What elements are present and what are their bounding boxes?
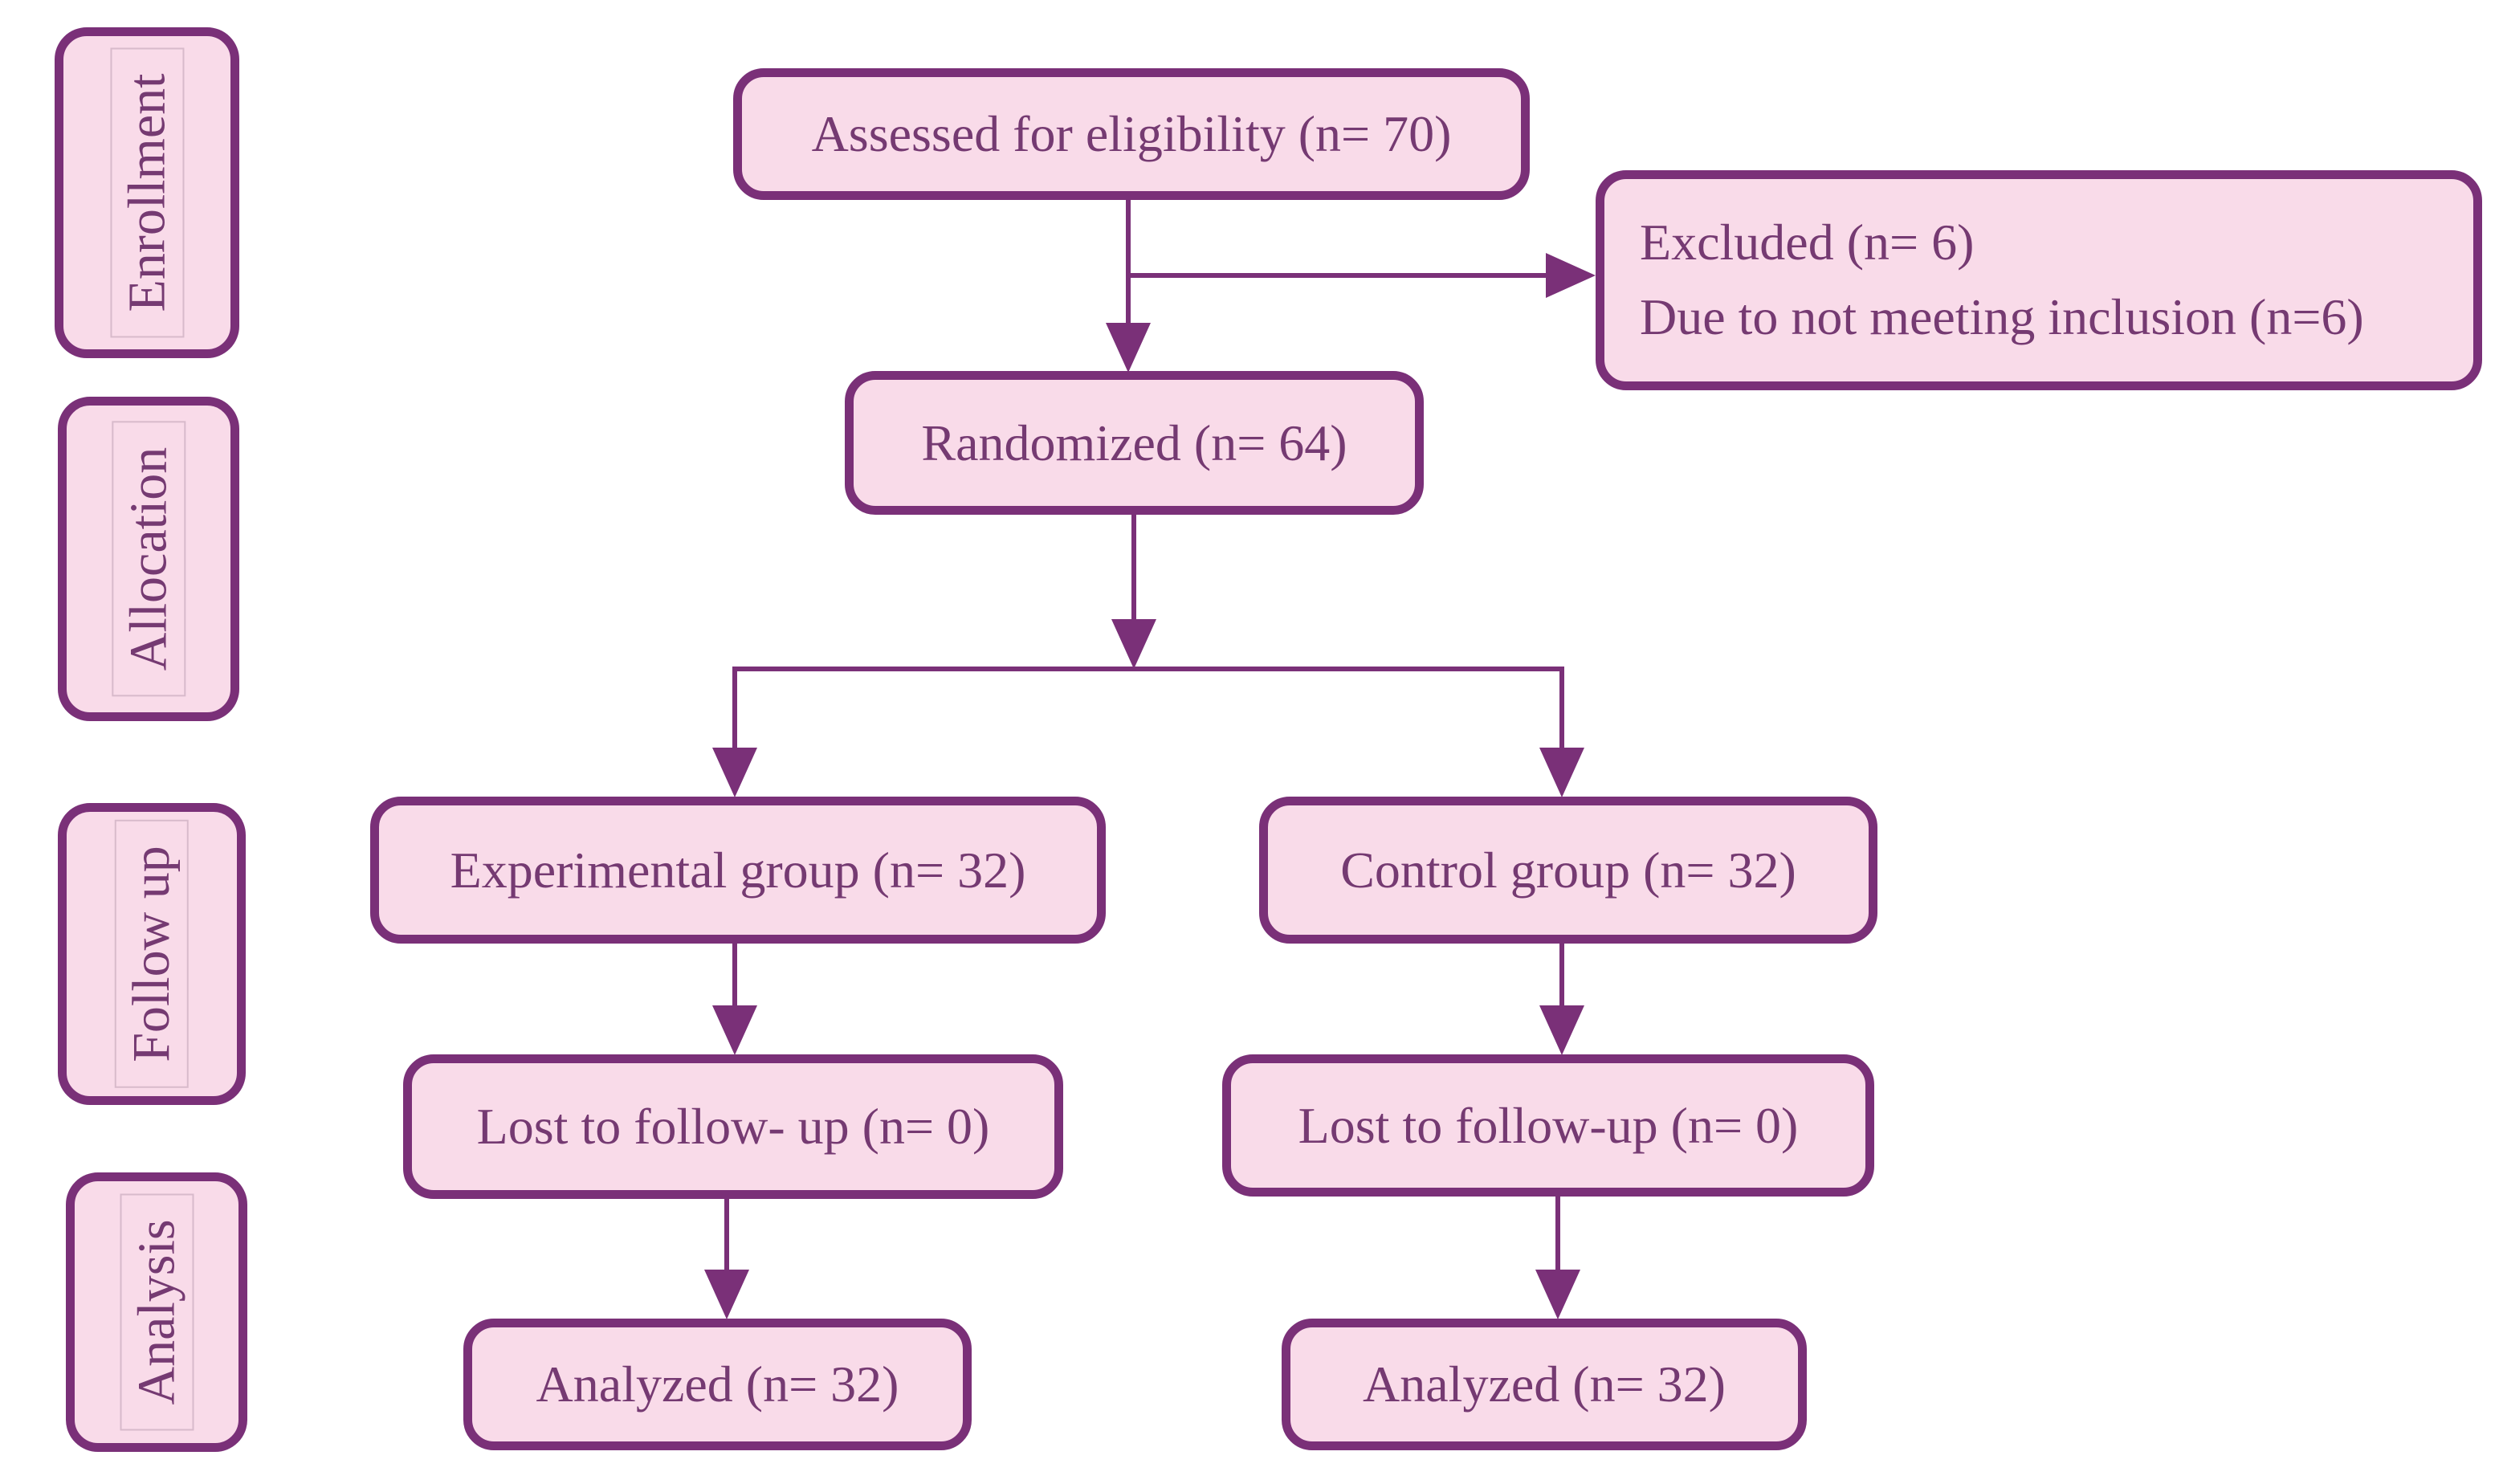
connector-lost-to-analyzed-control-line — [1555, 1197, 1560, 1270]
stage-label-follow-up: Follow up — [115, 820, 190, 1088]
node-lost-followup-control-label: Lost to follow-up (n= 0) — [1298, 1096, 1799, 1154]
node-analyzed-experimental: Analyzed (n= 32) — [463, 1319, 972, 1450]
node-analyzed-control-label: Analyzed (n= 32) — [1363, 1356, 1726, 1413]
connector-assessed-to-randomized-line — [1126, 199, 1131, 324]
node-excluded-line1: Excluded (n= 6) — [1640, 214, 1975, 271]
stage-box-allocation: Allocation — [58, 397, 239, 721]
arrowhead-into-split-icon — [1111, 619, 1156, 669]
connector-split-to-experimental-line — [732, 667, 737, 748]
connector-experimental-to-lost-line — [732, 944, 737, 1006]
node-control-group: Control group (n= 32) — [1259, 797, 1877, 944]
stage-box-enrollment: Enrollment — [55, 27, 239, 358]
node-experimental-group: Experimental group (n= 32) — [370, 797, 1106, 944]
arrowhead-into-lost-control-icon — [1539, 1005, 1584, 1055]
connector-control-to-lost-line — [1559, 944, 1564, 1006]
node-lost-followup-control: Lost to follow-up (n= 0) — [1222, 1054, 1874, 1197]
arrowhead-into-analyzed-control-icon — [1535, 1270, 1580, 1319]
arrowhead-into-randomized-icon — [1106, 323, 1151, 373]
stage-label-enrollment: Enrollment — [110, 47, 184, 338]
arrowhead-into-analyzed-experimental-icon — [704, 1270, 749, 1319]
arrowhead-into-lost-experimental-icon — [712, 1005, 757, 1055]
arrowhead-into-control-icon — [1539, 748, 1584, 797]
node-assessed-eligibility: Assessed for eligibility (n= 70) — [733, 68, 1530, 200]
stage-box-follow-up: Follow up — [58, 803, 246, 1105]
connector-randomized-to-split-line — [1131, 514, 1136, 620]
node-control-group-label: Control group (n= 32) — [1340, 841, 1796, 899]
node-assessed-eligibility-label: Assessed for eligibility (n= 70) — [811, 105, 1452, 162]
stage-label-allocation: Allocation — [112, 421, 186, 697]
node-experimental-group-label: Experimental group (n= 32) — [450, 841, 1026, 899]
arrowhead-into-experimental-icon — [712, 748, 757, 797]
node-analyzed-experimental-label: Analyzed (n= 32) — [536, 1356, 899, 1413]
node-lost-followup-experimental: Lost to follow- up (n= 0) — [403, 1054, 1063, 1199]
node-analyzed-control: Analyzed (n= 32) — [1282, 1319, 1807, 1450]
stage-label-analysis: Analysis — [120, 1193, 194, 1431]
connector-branch-to-excluded-line — [1128, 273, 1547, 278]
node-excluded-line2: Due to not meeting inclusion (n=6) — [1640, 288, 2364, 345]
node-randomized-label: Randomized (n= 64) — [921, 414, 1347, 471]
stage-box-analysis: Analysis — [66, 1172, 247, 1452]
connector-split-horizontal-line — [732, 667, 1564, 671]
node-excluded: Excluded (n= 6) Due to not meeting inclu… — [1596, 170, 2482, 390]
node-lost-followup-experimental-label: Lost to follow- up (n= 0) — [476, 1098, 990, 1155]
connector-split-to-control-line — [1559, 667, 1564, 748]
arrowhead-into-excluded-icon — [1546, 253, 1596, 298]
connector-lost-to-analyzed-experimental-line — [724, 1199, 729, 1270]
node-randomized: Randomized (n= 64) — [845, 371, 1424, 515]
